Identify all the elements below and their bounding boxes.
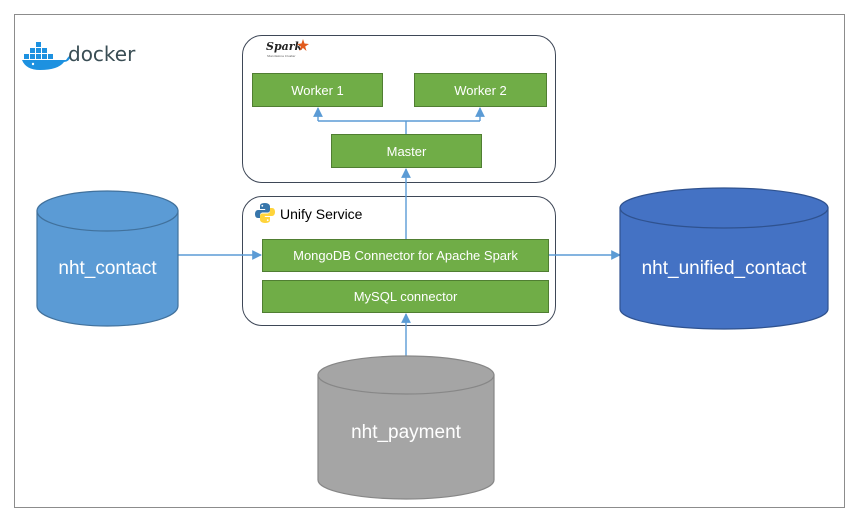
python-logo-icon: [255, 203, 275, 223]
master-box: Master: [331, 134, 482, 168]
docker-whale-icon: [22, 42, 71, 70]
master-to-workers-connector: [313, 107, 485, 134]
docker-label: docker: [68, 42, 136, 66]
nht-unified-contact-label: nht_unified_contact: [641, 258, 807, 279]
worker-2-box: Worker 2: [414, 73, 547, 107]
docker-logo: docker: [22, 40, 142, 70]
nht-payment-label: nht_payment: [351, 422, 461, 443]
mysql-connector-box: MySQL connector: [262, 280, 549, 313]
nht-contact-label: nht_contact: [58, 258, 157, 279]
nht-unified-contact-database: [619, 187, 829, 330]
mongodb-connector-box: MongoDB Connector for Apache Spark: [262, 239, 549, 272]
worker-1-box: Worker 1: [252, 73, 383, 107]
unify-service-title: Unify Service: [280, 206, 363, 222]
nht-contact-database: [36, 190, 179, 327]
spark-logo-icon: Spark Standalone Cluster: [266, 39, 326, 64]
nht-payment-database: [317, 355, 495, 500]
